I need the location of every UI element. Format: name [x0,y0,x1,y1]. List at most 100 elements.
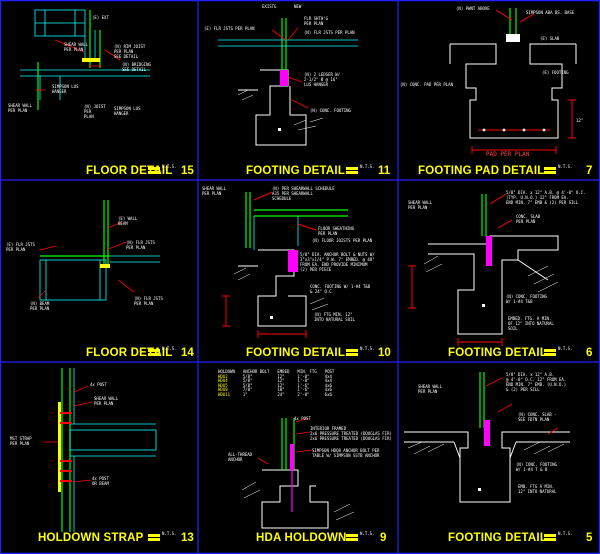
note-text: EMB. FTG A MIN. 12" INTO NATURAL [518,484,557,494]
table-row: HDU2 5/8" 12" 1'-0" 4x4 [214,373,338,380]
note-text: (E) SLAB [540,36,560,41]
panel-hda-holdown-9: HOLDOWN ANCHOR BOLT EMBED MIN. FTG POST … [198,362,398,553]
note-text: SHEAR WALL PER PLAN [94,396,119,406]
note-text: (N) CONC. SLAB - SEE FDTN PLAN [518,412,557,422]
panel-holdown-strap-13: 4x POST SHEAR WALL PER PLAN MST STRAP PE… [0,362,198,553]
table-cell: 2'-0" [297,391,310,397]
table-cell: 12" [277,378,285,383]
note-text: 4x POST [90,382,107,387]
scale-bar-icon [346,534,358,541]
note-text: SHEAR WALL PER PLAN [408,200,433,210]
note-text: SIMPSON LUS HANGER [114,106,141,116]
panel-title: HDA HOLDOWN [256,532,347,544]
note-text: 5/8" DIA. ANCHOR BOLT & NUTS W/ 3"x3"x1/… [300,252,375,272]
table-cell: HDU11 [218,391,231,397]
note-text: 4x POST [294,416,311,421]
footing-detail-5-drawing [404,372,570,503]
table-cell: 1'-0" [297,378,310,383]
table-cell: 1" [242,391,248,397]
scale-bar-icon [346,349,358,356]
panel-number: 10 [378,347,391,359]
table-cell: HDU5 [218,382,228,388]
note-text: (E) EXT [92,15,109,20]
scale-bar-icon [148,349,160,356]
table-header-cell: HOLDOWN [218,369,235,374]
note-text: SIMPSON ABA BS. BASE [526,10,575,15]
panel-title: HOLDOWN STRAP [38,532,144,544]
footing-detail-6-drawing [408,193,559,346]
panel-number: 11 [378,165,391,177]
table-cell: 4x4 [324,373,332,379]
panel-footing-detail-11: EXISTG NEW (E) FLR JSTS PER PLAN FLR SHT… [198,0,398,180]
scale-label: N.T.S. [360,346,375,351]
panel-number: 7 [586,165,593,177]
note-text: EXISTG [262,4,277,9]
note-text: INTERIOR FRAMED 2x6 PRESSURE TREATED (DO… [310,426,392,441]
table-cell: 1'-6" [297,387,310,392]
note-text: (N) BEAM PER PLAN [30,301,50,311]
scale-label: N.T.S. [162,164,177,169]
table-cell: 24" [277,391,285,397]
note-text: SHEAR WALL PER PLAN [8,103,33,113]
table-cell: 12" [277,382,285,388]
table-cell: 4x6 [324,382,332,388]
panel-title: FOOTING DETAIL [246,165,346,177]
table-row: HDU5 5/8" 12" 1'-6" 4x6 [214,382,338,389]
note-text: (N) CONC. FOOTING W/ 1-#4 T&B [506,294,547,304]
note-text: (E) FLR JSTS PER PLAN [6,242,35,252]
table-cell: 7/8" [242,387,253,392]
scale-bar-icon [346,167,358,174]
table-header-row: HOLDOWN ANCHOR BOLT EMBED MIN. FTG POST [214,369,338,375]
scale-bar-icon [148,167,160,174]
scale-label: N.T.S. [162,531,177,536]
panel-footing-detail-10: SHEAR WALL PER PLAN (N) PER SHEARWALL SC… [198,180,398,362]
scale-bar-icon [544,534,556,541]
table-cell: 6x6 [324,391,332,397]
note-text: (N) PWNT ABOVE [456,6,490,11]
note-text: SHEAR WALL PER PLAN [64,42,89,52]
hda-holdown-9-drawing [241,417,355,529]
note-text: SHEAR WALL PER PLAN [202,186,227,196]
scale-bar-icon [148,534,160,541]
note-text: (E) WALL BEAM [118,216,138,226]
note-text: 4x POST OR BEAM [92,476,109,486]
note-text: CONC. FOOTING W/ 1-#4 T&B & 24" O.C. [310,284,371,294]
scale-label: N.T.S. [558,164,573,169]
scale-bar-icon [544,349,556,356]
scale-label: N.T.S. [558,346,573,351]
note-text: CONC. SLAB PER PLAN [516,214,541,224]
table-cell: 5/8" [242,378,253,383]
holdown-strap-13-drawing [44,368,157,532]
note-text: (N) FLOOR JOISTS PER PLAN [312,238,373,243]
panel-title: FOOTING DETAIL [448,532,548,544]
floor-detail-14-drawing [37,200,160,301]
note-text: (N) FLR JSTS PER PLAN [134,296,163,306]
table-header-cell: MIN. FTG [297,369,317,374]
panel-footing-detail-5: SHEAR WALL PER PLAN 5/8" DIA. x 12" A.B.… [398,362,600,553]
panel-title: FOOTING DETAIL [246,347,346,359]
floor-detail-15-drawing [20,9,150,110]
table-cell: 5/8" [242,382,253,388]
panel-number: 6 [586,347,593,359]
note-text: (N) FLR JSTS PER PLAN [126,240,155,250]
note-text: FLR SHTH'G PER PLAN [304,16,329,26]
note-text: ALL-THREAD ANCHOR [228,452,253,462]
table-header-cell: EMBED [277,369,290,374]
panel-number: 15 [181,165,194,177]
scale-label: N.T.S. [360,531,375,536]
scale-bar-icon [544,167,556,174]
note-text: (E) FLR JSTS PER PLAN [204,26,255,31]
note-text: (N) PER SHEARWALL SCHEDULE A35 PER SHEAR… [272,186,335,201]
note-text: (N) FLR JSTS PER PLAN [304,30,355,35]
holdown-schedule-table: HOLDOWN ANCHOR BOLT EMBED MIN. FTG POST … [214,369,338,398]
table-cell: 1'-6" [297,382,310,388]
table-cell: HDU2 [218,373,228,379]
panel-title: FOOTING DETAIL [448,347,548,359]
table-row: HDU11 1" 24" 2'-0" 6x6 [214,391,338,398]
note-text: (N) 2 LEDGER W/ 2-1/2" Ø @ 16" LUS HANGE… [304,72,341,87]
table-header-cell: POST [324,369,335,374]
table-cell: 18" [277,387,285,392]
note-text: 12" [576,118,584,123]
